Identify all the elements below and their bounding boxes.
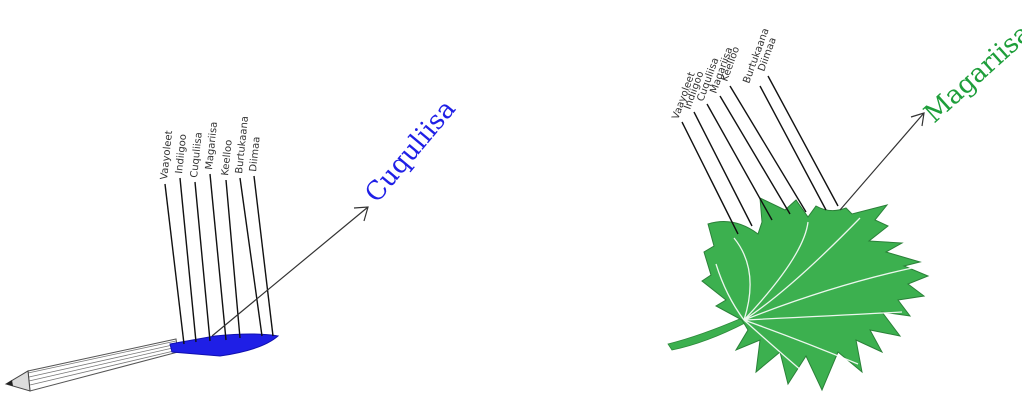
answer-arrow	[211, 206, 369, 337]
pencil-icon	[4, 333, 280, 392]
leader-line-vaayoleet-right	[681, 121, 739, 235]
leader-line-magariisa	[209, 173, 227, 341]
leaf-icon	[667, 197, 930, 392]
answer-label-magariisa: Magariisa	[919, 18, 1022, 129]
color-labels-right: Diimaa Burtukaana Keelloo Magariisa Cuqu…	[670, 27, 778, 121]
leader-line-vaayoleet	[164, 183, 185, 345]
label-keelloo: Keelloo	[220, 139, 235, 176]
right-panel: Diimaa Burtukaana Keelloo Magariisa Cuqu…	[667, 18, 1022, 392]
color-labels: Diimaa Burtukaana Keelloo Magariisa Cuqu…	[159, 116, 263, 181]
label-vaayoleet: Vaayoleet	[159, 130, 175, 180]
label-leader-lines	[164, 173, 274, 345]
answer-label-cuquliisa: Cuquliisa	[359, 94, 462, 208]
leader-line-indiigoo-right	[693, 111, 753, 227]
leader-line-diimaa-right	[767, 75, 839, 207]
leader-line-burtukaana	[239, 177, 263, 337]
label-magariisa: Magariisa	[204, 121, 220, 170]
label-diimaa: Diimaa	[248, 136, 263, 172]
left-panel: Diimaa Burtukaana Keelloo Magariisa Cuqu…	[4, 94, 462, 392]
label-cuquliisa: Cuquliisa	[189, 132, 205, 179]
leader-line-diimaa	[253, 175, 274, 337]
leader-line-cuquliisa	[194, 181, 211, 342]
answer-arrow-right	[839, 112, 925, 211]
leader-line-indiigoo	[179, 177, 197, 343]
leader-line-keelloo-right	[729, 85, 807, 213]
leader-line-cuquliisa-right	[706, 103, 773, 221]
leader-line-keelloo	[225, 179, 241, 339]
label-indiigoo: Indiigoo	[174, 134, 189, 175]
label-leader-lines-right	[681, 75, 839, 235]
leader-line-burtukaana-right	[759, 85, 827, 211]
leader-line-magariisa-right	[719, 95, 791, 215]
